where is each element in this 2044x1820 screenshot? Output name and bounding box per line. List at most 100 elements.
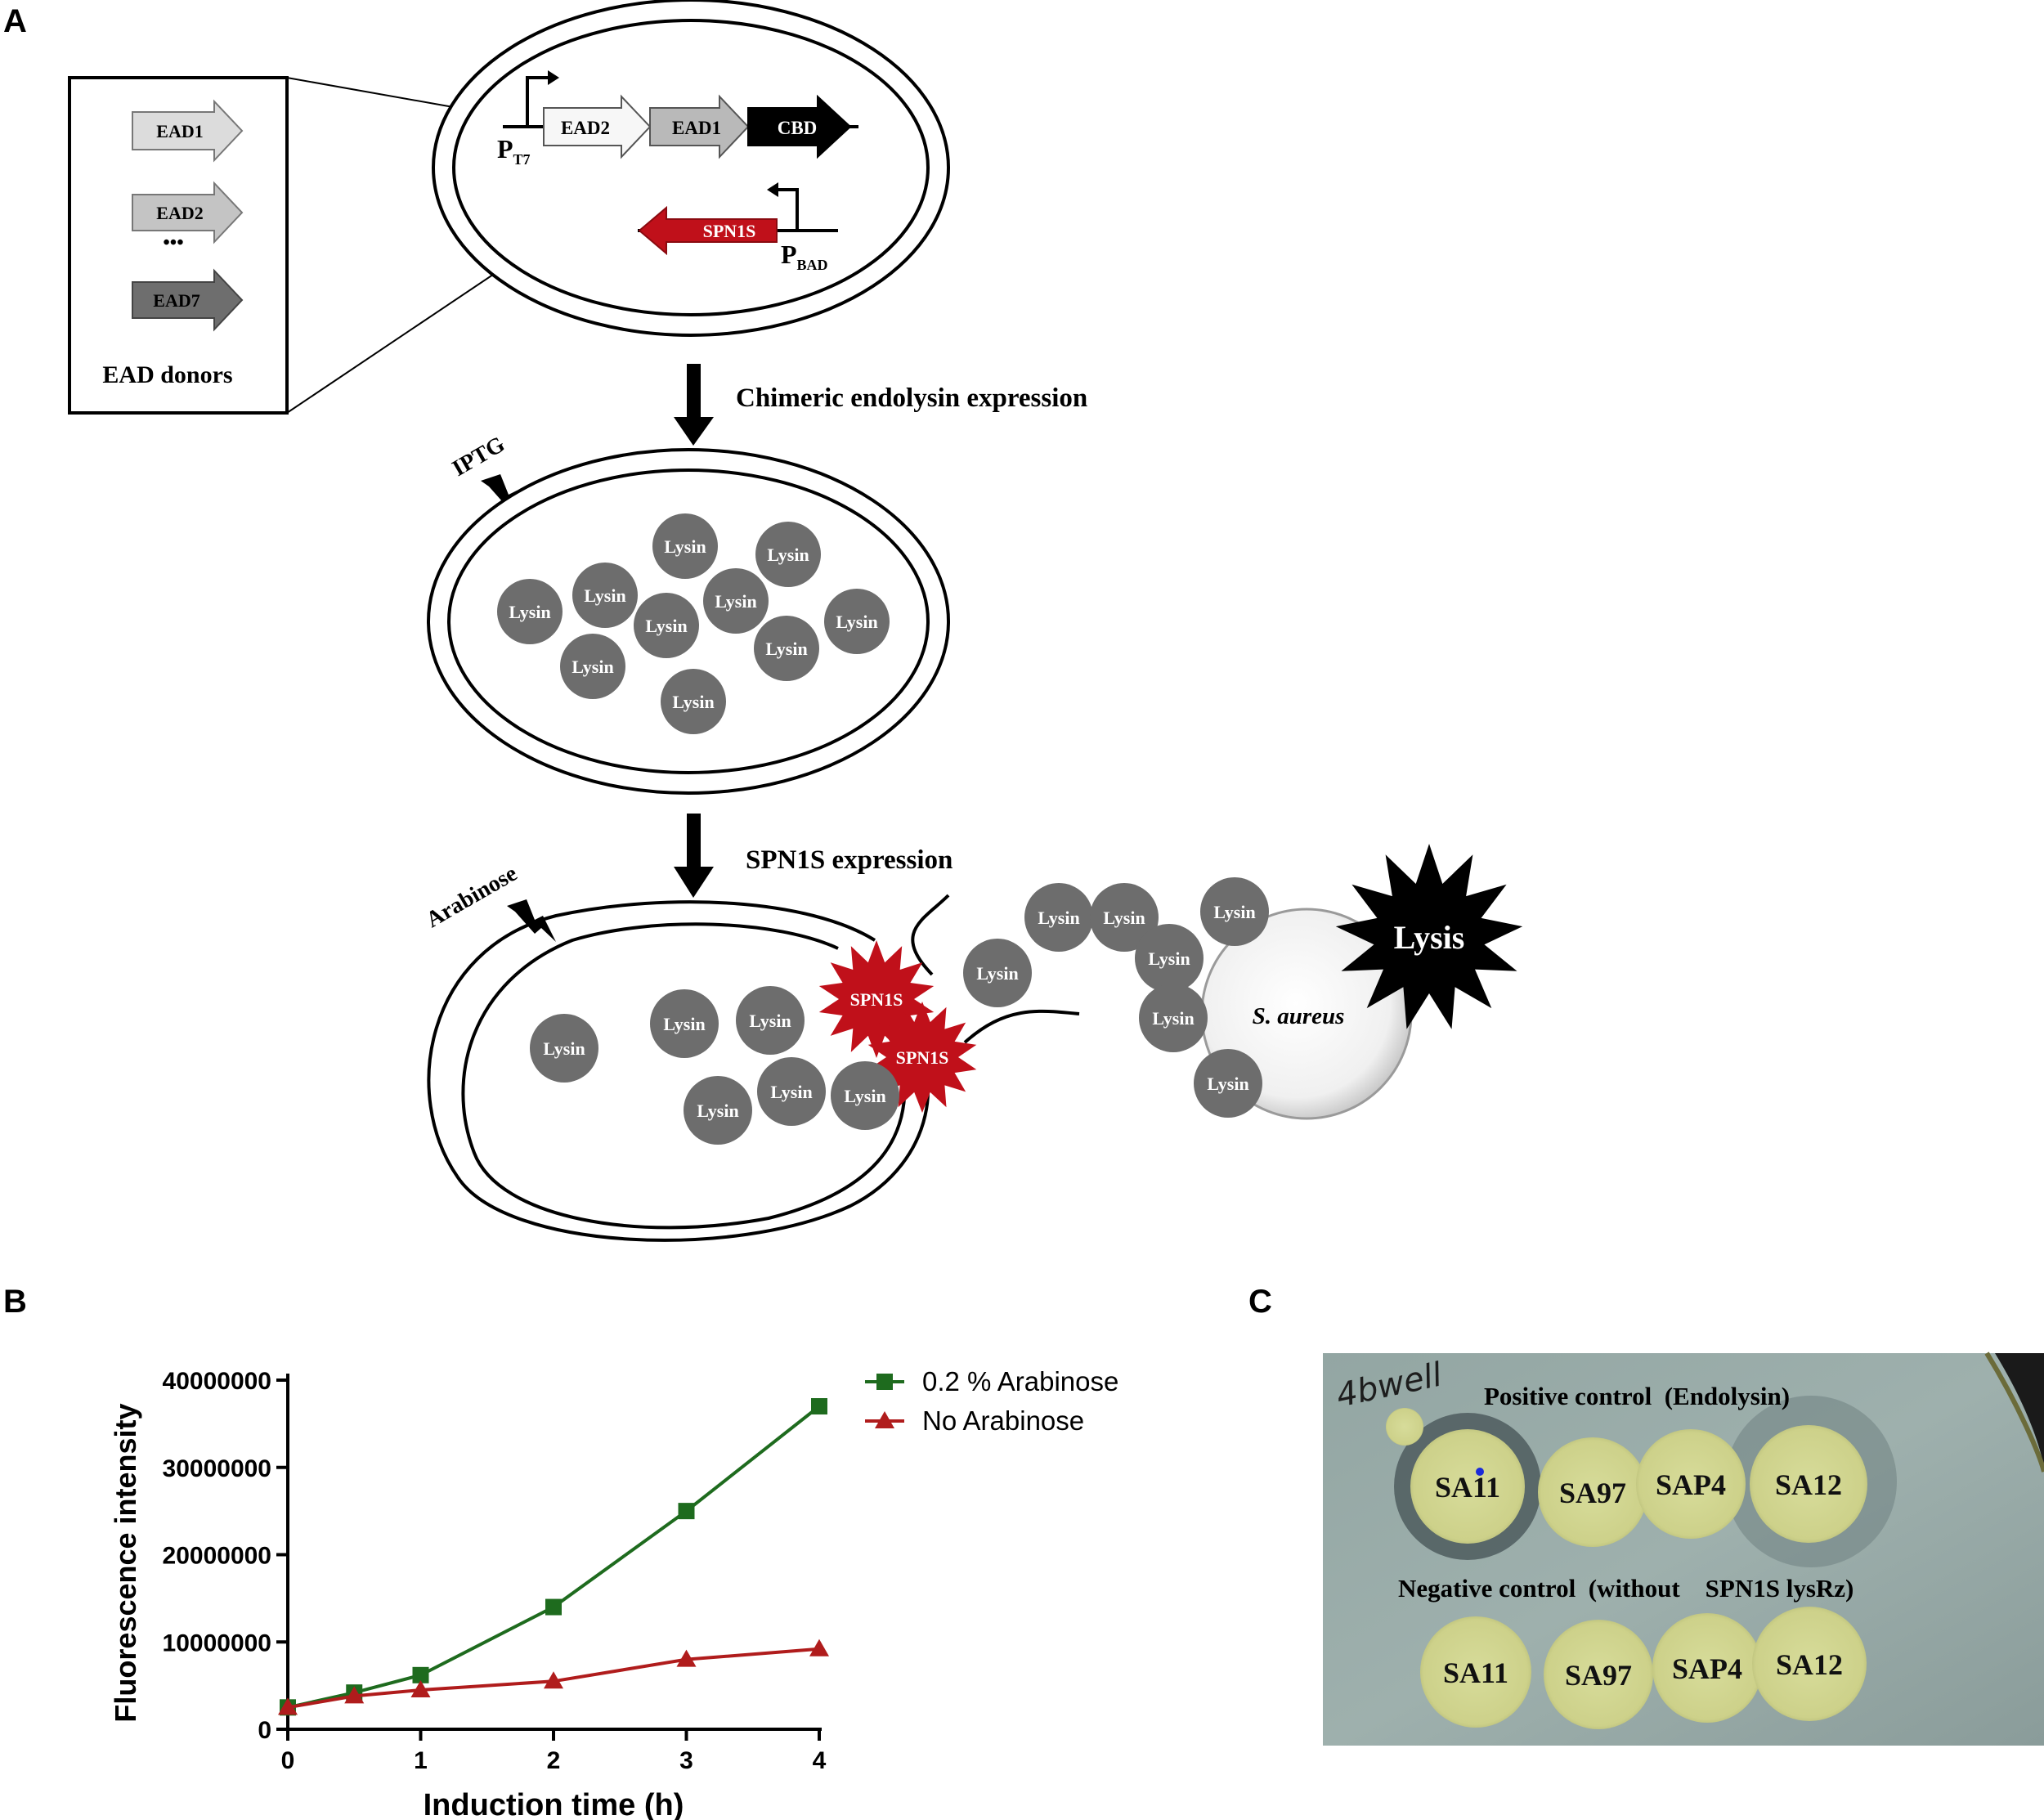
panel-letter-b: B (3, 1284, 27, 1320)
legend-entry: No Arabinose (865, 1405, 1084, 1436)
lysin-label: Lysin (1207, 1074, 1248, 1094)
data-point (545, 1598, 562, 1616)
positive-spot: SA11 (1410, 1429, 1525, 1544)
s-aureus-label: S. aureus (1253, 1003, 1345, 1029)
lysin-particle: Lysin (650, 989, 719, 1058)
lysin-label: Lysin (1038, 908, 1079, 928)
spn1s-construct: SPN1S PBAD (638, 182, 838, 273)
lysin-label: Lysin (697, 1101, 738, 1121)
lysin-label: Lysin (543, 1038, 585, 1059)
series-line (287, 1647, 820, 1710)
spot-label: SA11 (1443, 1656, 1508, 1689)
data-point (412, 1666, 429, 1683)
spot-label: SA12 (1775, 1468, 1842, 1501)
lysin-particle: Lysin (497, 579, 563, 644)
inducer-arabinose: Arabinose (422, 861, 522, 933)
positive-control-label: Positive control (Endolysin) (1484, 1382, 1790, 1410)
expression-construct: EAD2 EAD1 CBD PT7 (497, 70, 858, 168)
data-point (678, 1503, 695, 1520)
promoter-bad: PBAD (781, 240, 828, 273)
step-spn1s-expression: SPN1S expression (746, 845, 953, 875)
spot-label: SA12 (1776, 1648, 1843, 1681)
x-axis-label: Induction time (h) (424, 1788, 684, 1820)
lysin-label: Lysin (749, 1011, 791, 1031)
lysin-label: Lysin (836, 612, 877, 632)
data-point (544, 1671, 563, 1689)
ead-donors-title: EAD donors (102, 361, 232, 388)
panel-letter-a: A (3, 3, 27, 39)
negative-spot: SA97 (1544, 1620, 1653, 1729)
data-point (809, 1638, 829, 1656)
lysin-label: Lysin (672, 692, 714, 712)
lysin-particle: Lysin (736, 986, 805, 1055)
lysin-particle: Lysin (530, 1014, 598, 1083)
positive-spot: SA97 (1538, 1437, 1647, 1547)
donor-arrow-ead2: EAD2 (132, 181, 244, 244)
lysin-particle: Lysin (1139, 984, 1208, 1052)
lightning-icon (507, 899, 556, 942)
lysin-particle: Lysin (634, 593, 699, 658)
lysin-label: Lysin (663, 1014, 705, 1034)
lysin-particle: Lysin (1090, 883, 1159, 952)
lysin-particle: Lysin (963, 939, 1032, 1007)
panel-letter-c: C (1248, 1284, 1272, 1320)
legend-label: No Arabinose (922, 1405, 1084, 1436)
lysin-particle: Lysin (560, 634, 625, 699)
lysin-particle: Lysin (831, 1061, 899, 1130)
panel-a-diagram: EAD1 EAD2 ••• EAD7 EAD donors EAD2 EAD1 … (68, 0, 1523, 1242)
segment-ead1: EAD1 (672, 118, 721, 138)
lysin-particle: Lysin (757, 1057, 826, 1126)
lysin-label: Lysin (765, 639, 807, 659)
spot-label: SA97 (1559, 1477, 1626, 1509)
y-tick-label: 0 (258, 1717, 271, 1744)
lysin-label: Lysin (844, 1086, 885, 1106)
data-point (344, 1686, 365, 1704)
x-tick-label: 3 (679, 1747, 693, 1774)
lysin-particle: Lysin (703, 568, 769, 634)
lysin-particle: Lysin (755, 522, 821, 587)
data-point (280, 1699, 296, 1716)
promoter-t7: PT7 (497, 134, 531, 168)
donor-label-ead2: EAD2 (156, 203, 203, 223)
data-point (410, 1679, 431, 1697)
legend-marker (875, 1411, 894, 1428)
spot-label: SAP4 (1656, 1468, 1726, 1501)
gene-spn1s: SPN1S (703, 221, 756, 241)
lysin-label: Lysin (645, 616, 687, 636)
lysin-particle: Lysin (1024, 883, 1093, 952)
lysin-label: Lysin (1103, 908, 1145, 928)
plate-handwriting: 4bwell (1334, 1356, 1446, 1415)
positive-spot: SA12 (1750, 1425, 1867, 1543)
legend-entry: 0.2 % Arabinose (865, 1366, 1118, 1396)
lysin-particle: Lysin (1135, 924, 1204, 993)
cell-1 (432, 0, 950, 337)
lysin-particle: Lysin (754, 616, 819, 681)
series-no-arabinose (278, 1638, 829, 1715)
lysin-label: Lysin (1152, 1008, 1194, 1029)
data-point (278, 1697, 298, 1715)
process-arrow-1 (674, 364, 714, 446)
lysis-label: Lysis (1394, 919, 1465, 956)
marker-dot (1476, 1468, 1484, 1476)
lysin-label: Lysin (770, 1082, 812, 1102)
lysin-particle: Lysin (661, 669, 726, 734)
lysin-particle: Lysin (572, 563, 638, 628)
lysin-label: Lysin (767, 545, 809, 565)
lightning-icon (481, 474, 530, 517)
spot-label: SA11 (1435, 1471, 1500, 1504)
lysin-particle: Lysin (684, 1076, 752, 1145)
lysin-label: Lysin (1148, 948, 1190, 969)
donor-arrow-ead1: EAD1 (132, 99, 244, 163)
donor-label-ead7: EAD7 (153, 290, 199, 311)
data-point (346, 1684, 363, 1701)
donor-ellipsis: ••• (163, 232, 183, 253)
lysin-label: Lysin (1213, 902, 1255, 922)
lysin-particle: Lysin (1200, 877, 1269, 946)
spot-label: SAP4 (1672, 1652, 1742, 1685)
lysin-label: Lysin (976, 963, 1018, 984)
legend-label: 0.2 % Arabinose (922, 1366, 1118, 1396)
donor-label-ead1: EAD1 (156, 121, 203, 141)
legend-marker (876, 1374, 893, 1390)
